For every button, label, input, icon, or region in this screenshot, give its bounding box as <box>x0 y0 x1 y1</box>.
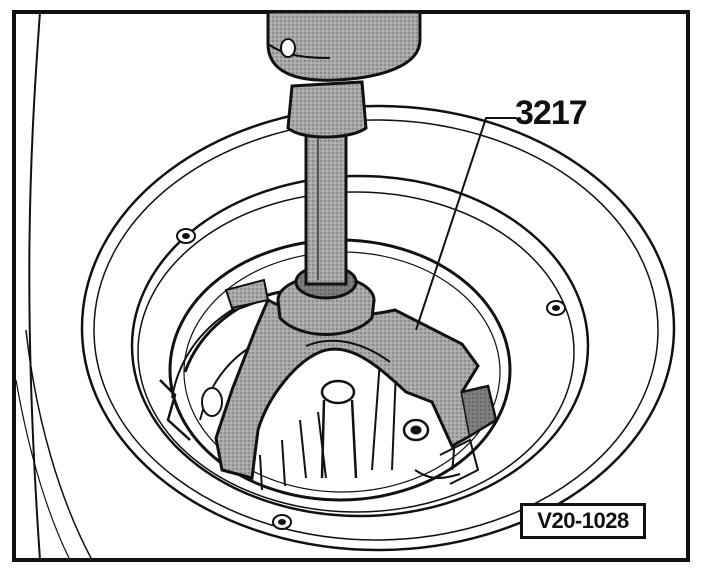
body-panel-edge <box>28 12 41 560</box>
figure-reference-code: V20-1028 <box>520 503 646 539</box>
tool-3217-bracket <box>214 278 498 480</box>
bolt-hole <box>272 514 292 530</box>
outer-flange-ring <box>80 104 676 552</box>
part-callout-label: 3217 <box>515 94 588 132</box>
flange-inner-ring <box>130 174 590 518</box>
bolt-hole <box>546 300 566 316</box>
extension-bar <box>304 116 348 286</box>
socket-head <box>266 12 422 139</box>
bolt-hole <box>176 228 196 244</box>
callout-leader-line <box>415 117 516 331</box>
